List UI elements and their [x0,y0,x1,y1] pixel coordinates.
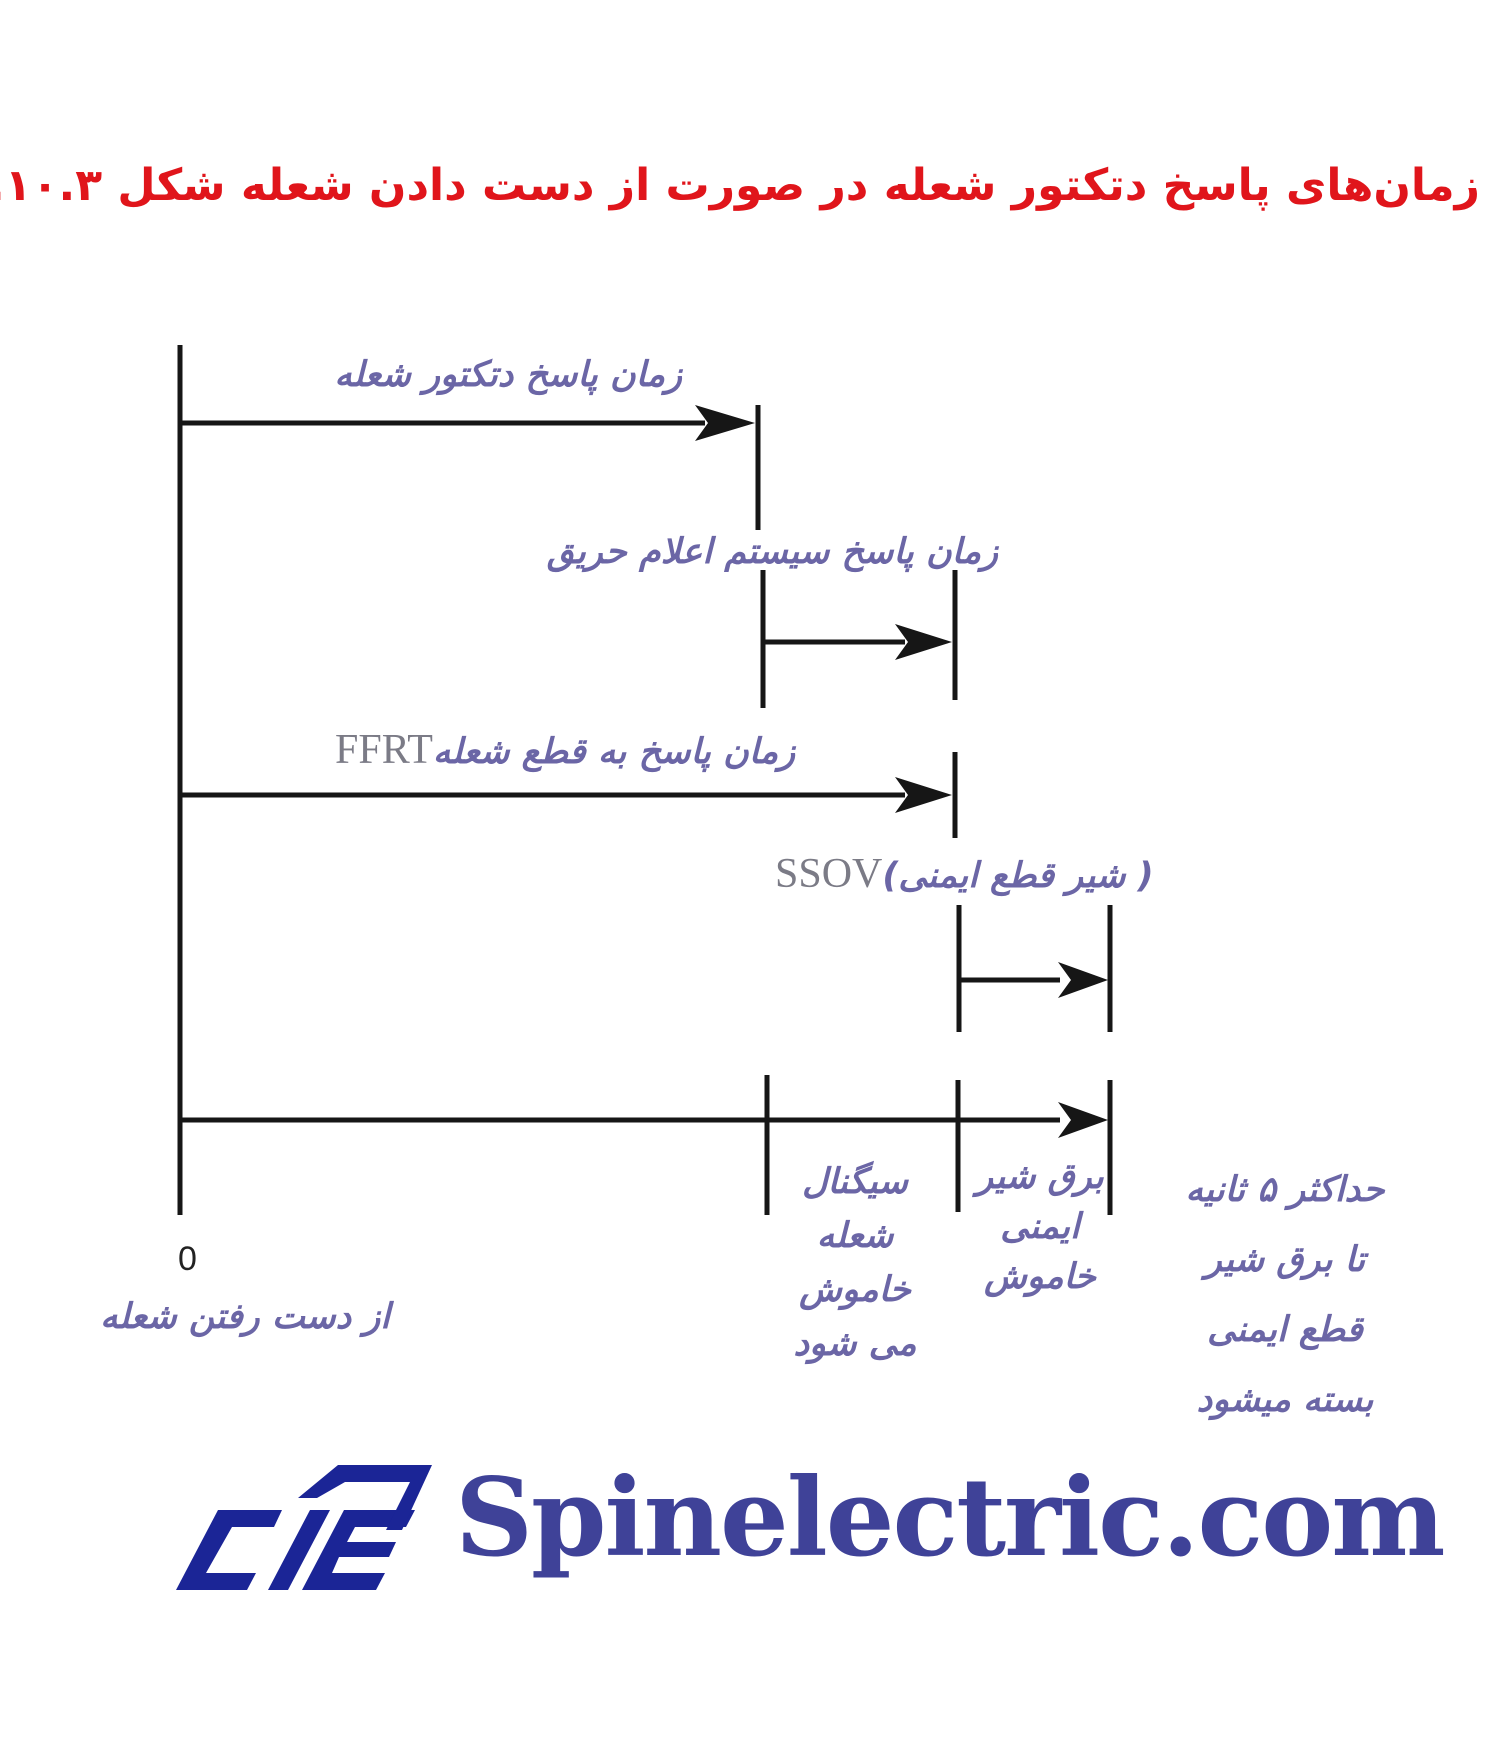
max-5-seconds-line-2: تا برق شیر [1204,1240,1366,1280]
ffrt-label: FFRTزمان پاسخ به قطع شعله [335,726,865,774]
flame-signal-off-label: سیگنال شعله خاموش می شود [755,1155,955,1371]
ffrt-desc: زمان پاسخ به قطع شعله [432,732,796,772]
valve-power-off-label: برق شیر ایمنی خاموش [955,1152,1125,1302]
flame-signal-off-line-4: می شود [793,1324,917,1364]
bottom-timeline-arrowhead [1058,1102,1108,1138]
ssov-desc: ( شیر قطع ایمنی) [882,856,1154,896]
max-5-seconds-line-1: حداکثر ۵ ثانیه [1185,1170,1385,1210]
ffrt-abbr: FFRT [335,727,433,773]
valve-power-off-line-3: خاموش [984,1257,1096,1297]
flame-signal-off-line-1: سیگنال [802,1162,908,1202]
flame-detector-response-label: زمان پاسخ دتکتور شعله [334,355,682,395]
diagram-title: زمان‌های پاسخ دتکتور شعله در صورت از دست… [0,160,1480,211]
brand-website: Spinelectric.com [455,1455,1446,1581]
ffrt-arrowhead [895,777,952,813]
flame-signal-off-line-3: خاموش [799,1270,911,1310]
fire-alarm-response-label: زمان پاسخ سیستم اعلام حریق [546,532,998,572]
ssov-abbr: SSOV [775,851,883,897]
ssov-label: SSOV( شیر قطع ایمنی) [775,850,1195,898]
valve-power-off-line-1: برق شیر [976,1157,1104,1197]
time-zero-label: 0 [178,1240,197,1278]
max-5-seconds-line-3: قطع ایمنی [1207,1310,1363,1350]
ssov-arrowhead [1058,962,1108,998]
flame-signal-off-line-2: شعله [816,1216,894,1256]
valve-power-off-line-2: ایمنی [1000,1207,1080,1247]
spinelectric-logo-icon [176,1465,432,1590]
max-5-seconds-label: حداکثر ۵ ثانیه تا برق شیر قطع ایمنی بسته… [1140,1155,1430,1435]
max-5-seconds-line-4: بسته میشود [1196,1380,1374,1420]
flame-detector-arrowhead [695,405,755,441]
flame-loss-label: از دست رفتن شعله [100,1297,390,1337]
fire-alarm-arrowhead [895,624,952,660]
